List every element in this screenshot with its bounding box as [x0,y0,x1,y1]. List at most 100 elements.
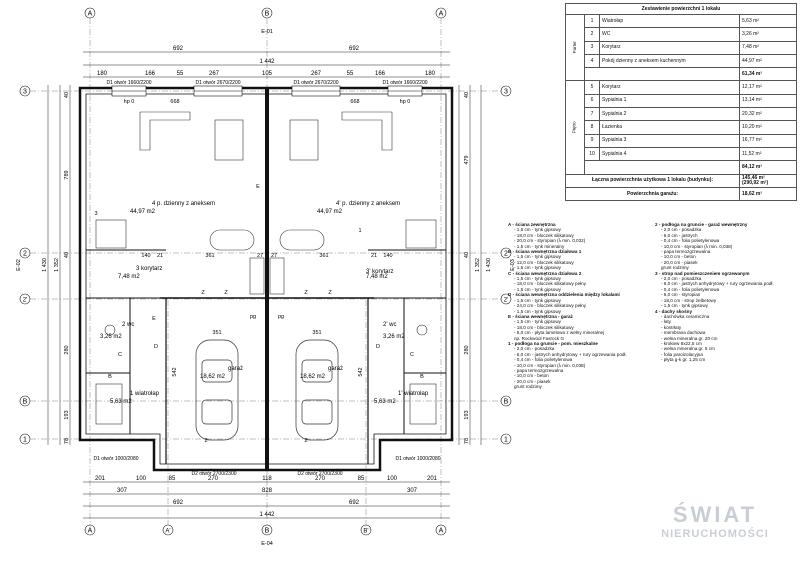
garage-left-area: 18,62 m2 [200,374,226,380]
label-e02: E-02 [16,259,22,271]
group-floor: Piętro [571,121,577,134]
label-z-1: Z [201,290,205,296]
legend-item: - 2,0 cm - posadzka [661,276,702,282]
legend-item: - 0,4 cm - folia polietylenowa [661,238,720,244]
dim-right-2: 40 [464,252,470,258]
legend-right: 2 - podłoga na gruncie - garaż wewnętrzn… [655,222,795,363]
room-3-name: 3 korytarz [136,266,162,272]
dim-bot3-1: 692 [349,500,360,506]
axis-b-top: B [265,11,270,18]
axis-b1-bottom: B' [363,529,368,535]
total-label: Łączna powierzchnia użytkowa 1 lokalu (b… [565,173,740,188]
dim-left-6: 1 352 [54,258,60,272]
label-floor2-left: 2 [204,438,207,444]
room-2p-name: 2' wc [383,322,396,328]
dim-left-1: 789 [64,170,70,179]
dim-bot-1: 100 [136,476,147,482]
label-542-left: 542 [172,367,178,376]
car-icon [195,339,339,441]
label-668-right: 668 [350,99,359,105]
room-2-area: 3,26 m2 [100,334,122,340]
legend-item: grunt rodzimy [661,265,689,271]
legend-item: - 10,0 cm - beton [661,254,696,260]
row-area: 13,14 m² [739,93,797,109]
dim-top2-0: 180 [97,71,108,77]
row-no: 8 [584,120,600,135]
label-21-left: 21 [157,253,163,259]
dim-bot-7: 100 [387,476,398,482]
label-floor2-right: 2 [304,438,307,444]
dim-left-0: 40 [64,92,70,98]
opening-labels: D1 otwór 1660/2200 D1 otwór 2670/2200 D1… [93,80,440,477]
legend-item: - 1,5 cm - tynk gipsowy [514,297,561,303]
legend-item: - wełna mineralna gr. 5 cm [661,346,715,352]
row-name: Sypialnia 2 [599,107,740,122]
legend-item: - 1,5 cm - tynk gipsowy [514,254,561,260]
row-name: Pokój dzienny z aneksem kuchennym [599,53,740,69]
subtotal-floor: 84,12 m² [739,160,797,175]
dim-right-4: 193 [464,410,470,419]
label-e-left: E [256,184,260,190]
opening-bot-1: D2 otwór 2700/2300 [191,471,236,477]
label-z-2: Z [224,290,228,296]
dim-top2-2: 55 [177,71,184,77]
row-no: 9 [584,133,600,148]
room-3-area: 7,48 m2 [118,274,140,280]
dims-side: 40 789 40 280 193 78 1 352 1 430 40 479 … [42,92,492,444]
garage-value: 18,62 m² [739,186,797,202]
dim-right-1: 479 [464,155,470,164]
label-pg-left: pg [250,314,256,320]
label-z-3: Z [304,290,308,296]
legend-item: - 0,4 cm - folia polietylenowa [514,357,573,363]
legend-item: - 6,0 cm - styropian [661,292,701,298]
dim-bot2-1: 828 [262,488,273,494]
axis-a2-top: A [439,11,444,18]
furniture [95,111,437,425]
room-labels: 4 p. dzienny z aneksem 44,97 m2 4' p. dz… [100,201,429,405]
area-table-title: Zestawienie powierzchni 1 lokalu [565,3,797,15]
group-ground: Parter [571,41,577,54]
row-no: 10 [584,146,600,162]
row-no: 2 [584,27,600,42]
legend-item: - 1,5 cm - tynk gipsowy [514,227,561,233]
dim-top2-1: 166 [145,71,156,77]
dim-bot-5: 270 [315,476,326,482]
axis-b-right: B [504,399,509,406]
brand-line1: ŚWIAT [672,502,758,527]
room-1-area: 5,63 m2 [110,399,132,405]
dim-bot-0: 201 [95,476,106,482]
axis-3-right: 3 [504,89,508,96]
label-e04: E-04 [261,541,273,547]
dim-top2-3: 267 [209,71,220,77]
row-area: 7,48 m² [739,40,797,55]
room-4-name: 4 p. dzienny z aneksem [152,201,215,207]
row-area: 10,20 m² [739,120,797,135]
legend-heading: 2 - podłoga na gruncie - garaż wewnętrzn… [655,222,748,227]
opening-bot-2: D2 otwór 2700/2300 [297,471,342,477]
row-area: 12,17 m² [739,80,797,95]
legend-item: - 1,5 cm - tynk mineralny [514,243,565,249]
legend-heading: C - ściana wewnętrzna działowa 2 [508,270,582,276]
legend-item: - 10,0 cm - styropian (λ min. 0,038) [661,243,733,249]
label-hp0-right: hp 0 [400,99,411,105]
dim-right-5: 78 [464,438,470,444]
dims-top: 692 692 1 442 180 166 55 267 105 267 55 … [95,46,438,518]
area-table: Zestawienie powierzchni 1 lokalu Parter … [565,3,797,202]
row-area: 44,97 m² [739,53,797,69]
brand-line2: NIERUCHOMOŚCI [661,528,769,540]
room-2-name: 2 wc [122,322,134,328]
label-hp0-left: hp 0 [124,99,135,105]
legend-item: - kontrłaty [661,324,682,330]
legend-item: - 2,0 cm - posadzka [514,346,555,352]
row-area: 3,26 m² [739,27,797,42]
axis-b-bottom: B [265,528,270,535]
dim-bot-6: 85 [358,476,365,482]
row-name: Sypialnia 1 [599,93,740,109]
row-area: 5,63 m² [739,13,797,29]
legend-item: - 6,0 cm - jastrych anhydrytowy + rury o… [514,351,627,357]
total-value: 145,46 m² [742,174,765,181]
dim-top2-8: 180 [425,71,436,77]
legend-item: - 1,5 cm - tynk gipsowy [514,286,561,292]
legend-item: - 1,5 cm - tynk gipsowy [661,303,708,309]
legend-item: - membrana dachowa [661,330,706,336]
